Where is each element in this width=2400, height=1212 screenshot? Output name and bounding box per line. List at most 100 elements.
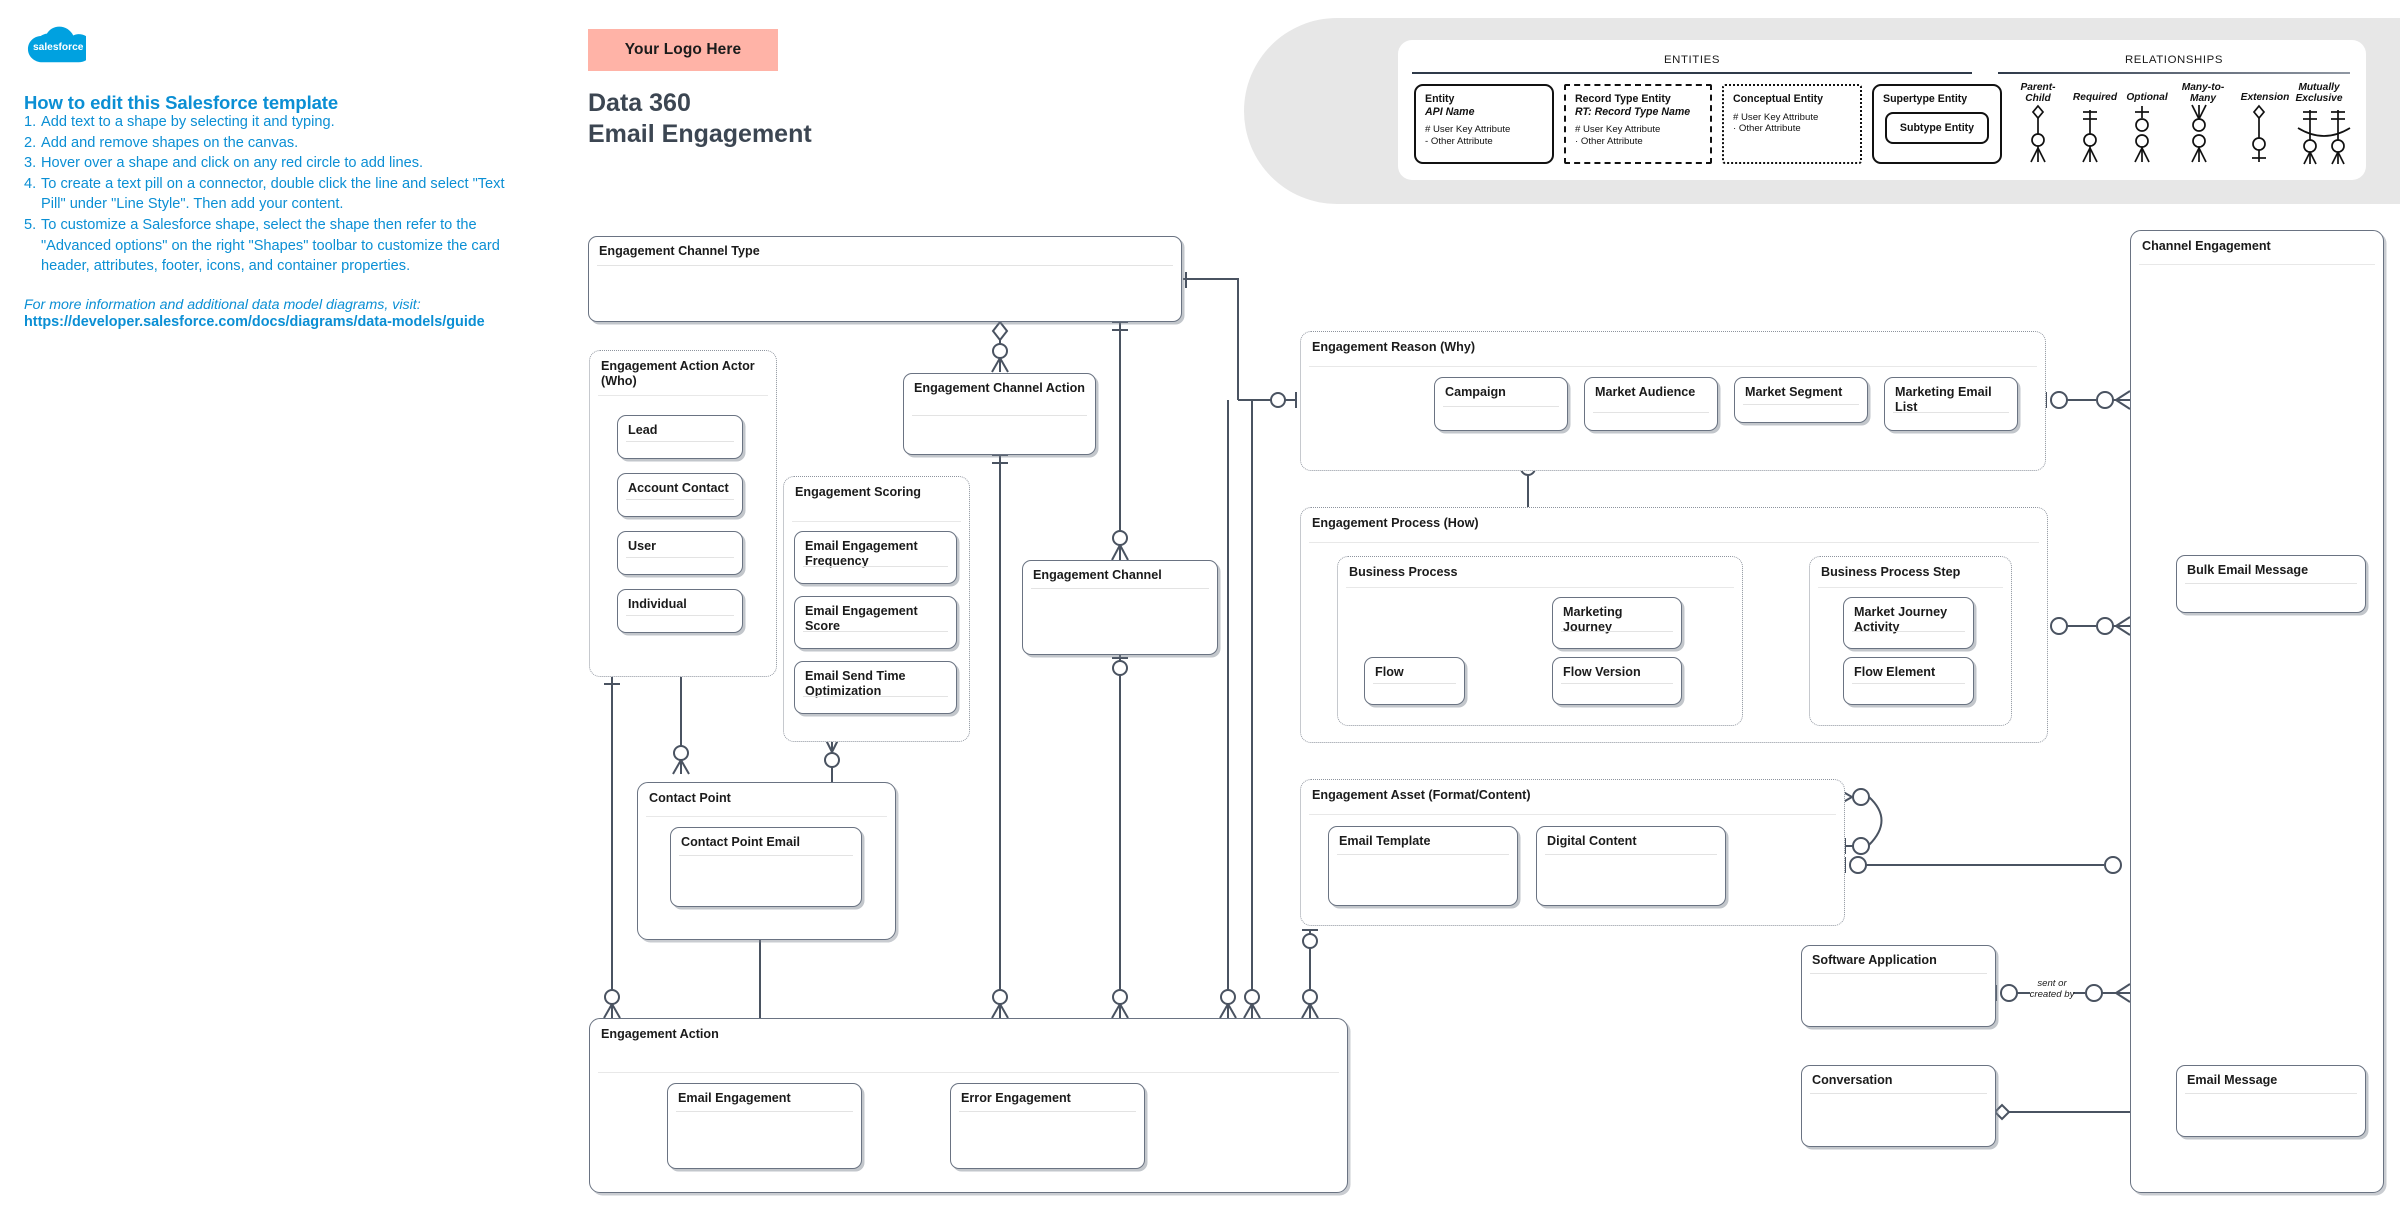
rel-label-line1: Mutually bbox=[2298, 82, 2340, 93]
container-title: Engagement Scoring bbox=[795, 485, 921, 499]
entity-contact-point-email[interactable]: Contact Point Email bbox=[670, 827, 862, 907]
entity-email-engagement-score[interactable]: Email Engagement Score bbox=[794, 596, 957, 649]
entity-marketing-email-list[interactable]: Marketing Email List bbox=[1884, 377, 2018, 431]
pill-line1: sent or bbox=[2037, 978, 2067, 989]
entity-email-engagement-frequency[interactable]: Email Engagement Frequency bbox=[794, 531, 957, 584]
entity-title: Email Template bbox=[1339, 834, 1431, 848]
container-business-process-step[interactable]: Business Process Step Market Journey Act… bbox=[1809, 556, 2012, 726]
step-number: 1. bbox=[24, 114, 37, 130]
guide-url-link[interactable]: https://developer.salesforce.com/docs/di… bbox=[24, 314, 485, 330]
entity-title: Email Engagement Score bbox=[805, 604, 918, 633]
howto-steps-list: 1.Add text to a shape by selecting it an… bbox=[24, 112, 524, 277]
legend-entity-attr2: · Other Attribute bbox=[1575, 135, 1643, 147]
container-engagement-scoring[interactable]: Engagement Scoring Email Engagement Freq… bbox=[783, 476, 970, 742]
container-engagement-process[interactable]: Engagement Process (How) Business Proces… bbox=[1300, 507, 2048, 743]
legend-card: ENTITIES RELATIONSHIPS Entity API Name #… bbox=[1398, 40, 2366, 180]
entity-title: Account Contact bbox=[628, 481, 729, 495]
legend-entity-attr2: · Other Attribute bbox=[1733, 123, 1801, 134]
entity-software-application[interactable]: Software Application bbox=[1801, 945, 1996, 1027]
legend-entity-subname: API Name bbox=[1425, 105, 1475, 118]
entity-title: Digital Content bbox=[1547, 834, 1637, 848]
entity-title: Market Segment bbox=[1745, 385, 1843, 399]
container-business-process[interactable]: Business Process Marketing Journey Flow … bbox=[1337, 556, 1743, 726]
step-number: 4. bbox=[24, 175, 37, 192]
container-engagement-reason[interactable]: Engagement Reason (Why) Campaign Market … bbox=[1300, 331, 2046, 471]
container-engagement-asset[interactable]: Engagement Asset (Format/Content) Email … bbox=[1300, 779, 1845, 926]
svg-text:salesforce: salesforce bbox=[33, 42, 84, 53]
entity-error-engagement[interactable]: Error Engagement bbox=[950, 1083, 1145, 1169]
howto-step: 3.Hover over a shape and click on any re… bbox=[24, 153, 524, 174]
container-engagement-action-actor[interactable]: Engagement Action Actor (Who) Lead Accou… bbox=[589, 350, 777, 677]
howto-step: 2.Add and remove shapes on the canvas. bbox=[24, 133, 524, 154]
howto-step: 1.Add text to a shape by selecting it an… bbox=[24, 112, 524, 133]
logo-placeholder-label: Your Logo Here bbox=[624, 41, 742, 58]
rel-label-line1: Many-to- bbox=[2181, 82, 2225, 93]
step-text: Add and remove shapes on the canvas. bbox=[41, 134, 299, 151]
rel-label-line2: Child bbox=[2025, 93, 2051, 105]
entity-title: Market Journey Activity bbox=[1854, 605, 1948, 634]
howto-title: How to edit this Salesforce template bbox=[24, 92, 339, 113]
entity-conversation[interactable]: Conversation bbox=[1801, 1065, 1996, 1147]
entity-flow[interactable]: Flow bbox=[1364, 657, 1465, 705]
legend-entity-attr1: # User Key Attribute bbox=[1425, 124, 1511, 136]
container-title: Contact Point bbox=[649, 791, 731, 805]
rel-label-many-to-many: Many-to-Many bbox=[2168, 82, 2238, 105]
legend-relationships-heading: RELATIONSHIPS bbox=[2124, 54, 2224, 66]
rel-label-line2: Exclusive bbox=[2295, 93, 2343, 105]
legend-entity-name: Conceptual Entity bbox=[1733, 93, 1824, 105]
entity-campaign[interactable]: Campaign bbox=[1434, 377, 1568, 431]
container-title: Channel Engagement bbox=[2142, 239, 2271, 253]
container-title: Engagement Asset (Format/Content) bbox=[1312, 788, 1531, 802]
entity-email-send-time-optimization[interactable]: Email Send Time Optimization bbox=[794, 661, 957, 714]
page-title-line1: Data 360 bbox=[588, 89, 691, 117]
legend-entity-name: Entity bbox=[1425, 93, 1455, 105]
logo-placeholder[interactable]: Your Logo Here bbox=[588, 29, 778, 71]
entity-title: Individual bbox=[628, 597, 687, 611]
entity-title: Marketing Journey bbox=[1563, 605, 1623, 634]
entity-user[interactable]: User bbox=[617, 531, 743, 575]
entity-digital-content[interactable]: Digital Content bbox=[1536, 826, 1726, 906]
rel-label-required: Required bbox=[2072, 92, 2118, 103]
entity-title: Error Engagement bbox=[961, 1091, 1071, 1105]
entity-email-message[interactable]: Email Message bbox=[2176, 1065, 2366, 1137]
entity-individual[interactable]: Individual bbox=[617, 589, 743, 633]
rel-label-line1: Parent- bbox=[2020, 82, 2056, 93]
step-text: Add text to a shape by selecting it and … bbox=[41, 114, 335, 130]
entity-email-engagement[interactable]: Email Engagement bbox=[667, 1083, 862, 1169]
entity-email-template[interactable]: Email Template bbox=[1328, 826, 1518, 906]
entity-flow-element[interactable]: Flow Element bbox=[1843, 657, 1974, 705]
entity-lead[interactable]: Lead bbox=[617, 415, 743, 459]
legend-entity-attr1: # User Key Attribute bbox=[1733, 111, 1819, 123]
rel-label-optional: Optional bbox=[2126, 92, 2168, 103]
howto-step: 5.To customize a Salesforce shape, selec… bbox=[24, 215, 524, 277]
entity-account-contact[interactable]: Account Contact bbox=[617, 473, 743, 517]
legend-entity-sample-dashed: Record Type Entity RT: Record Type Name … bbox=[1564, 84, 1712, 164]
entity-title: Software Application bbox=[1812, 953, 1937, 967]
legend-entity-name: Supertype Entity bbox=[1883, 93, 1968, 105]
container-channel-engagement[interactable]: Channel Engagement Bulk Email Message Em… bbox=[2130, 230, 2384, 1193]
entity-title: Email Engagement bbox=[678, 1091, 791, 1105]
legend-entity-sample-supertype: Supertype Entity Subtype Entity bbox=[1872, 84, 2002, 164]
entity-title: Email Engagement Frequency bbox=[805, 539, 918, 568]
entity-market-journey-activity[interactable]: Market Journey Activity bbox=[1843, 597, 1974, 649]
entity-engagement-channel[interactable]: Engagement Channel bbox=[1022, 560, 1218, 655]
container-contact-point[interactable]: Contact Point Contact Point Email bbox=[637, 782, 896, 940]
entity-bulk-email-message[interactable]: Bulk Email Message bbox=[2176, 555, 2366, 613]
entity-title: Lead bbox=[628, 423, 658, 437]
entity-engagement-channel-type[interactable]: Engagement Channel Type bbox=[588, 236, 1182, 322]
entity-market-audience[interactable]: Market Audience bbox=[1584, 377, 1718, 431]
step-text: Hover over a shape and click on any red … bbox=[41, 155, 424, 172]
entity-engagement-channel-action[interactable]: Engagement Channel Action bbox=[903, 373, 1096, 455]
entity-flow-version[interactable]: Flow Version bbox=[1552, 657, 1682, 705]
legend-entity-attr2: - Other Attribute bbox=[1425, 135, 1493, 147]
step-number: 5. bbox=[24, 216, 37, 233]
container-engagement-action[interactable]: Engagement Action Email Engagement Error… bbox=[589, 1018, 1348, 1193]
entity-market-segment[interactable]: Market Segment bbox=[1734, 377, 1868, 423]
rel-label-extension: Extension bbox=[2240, 92, 2290, 103]
container-title: Engagement Process (How) bbox=[1312, 516, 1479, 530]
step-number: 2. bbox=[24, 134, 37, 151]
entity-title: Campaign bbox=[1445, 385, 1506, 399]
entity-marketing-journey[interactable]: Marketing Journey bbox=[1552, 597, 1682, 649]
entity-title: Email Send Time Optimization bbox=[805, 669, 906, 698]
